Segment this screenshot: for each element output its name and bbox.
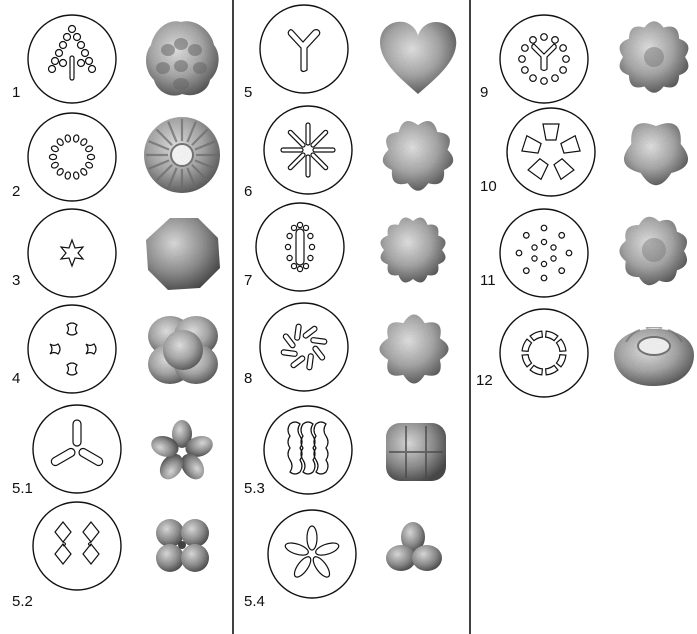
nozzle-10 — [507, 108, 595, 196]
cookie-5-3 — [386, 423, 446, 481]
cookie-2 — [144, 117, 220, 193]
cookie-5-1 — [148, 420, 215, 484]
nozzle-4 — [28, 305, 116, 393]
nozzle-11 — [500, 209, 588, 297]
cookie-6 — [383, 121, 453, 191]
nozzle-label-10: 10 — [480, 178, 497, 195]
cookie-3 — [146, 218, 220, 290]
nozzle-label-1: 1 — [12, 84, 20, 101]
cookie-12 — [614, 327, 694, 386]
cookie-5 — [380, 22, 456, 94]
nozzle-9 — [500, 15, 588, 103]
nozzle-1 — [28, 15, 116, 103]
nozzle-5-3 — [264, 406, 352, 494]
nozzle-5-4 — [268, 510, 356, 598]
nozzle-label-12: 12 — [476, 372, 493, 389]
nozzle-label-3: 3 — [12, 272, 20, 289]
nozzle-label-5-1: 5.1 — [12, 480, 33, 497]
nozzle-2 — [28, 113, 116, 201]
nozzle-label-2: 2 — [12, 183, 20, 200]
nozzle-7 — [256, 203, 344, 291]
nozzle-label-9: 9 — [480, 84, 488, 101]
cookie-1 — [146, 21, 219, 95]
cookie-10 — [624, 123, 688, 185]
nozzle-label-4: 4 — [12, 370, 20, 387]
nozzle-label-5: 5 — [244, 84, 252, 101]
nozzle-5 — [260, 5, 348, 93]
nozzle-label-11: 11 — [480, 272, 496, 289]
cookie-7 — [380, 217, 445, 282]
cookie-5-2 — [156, 519, 209, 572]
cookie-8 — [379, 314, 448, 383]
nozzle-12 — [500, 309, 588, 397]
nozzle-label-5-4: 5.4 — [244, 593, 265, 610]
cookie-5-4 — [386, 522, 442, 571]
nozzle-label-7: 7 — [244, 272, 252, 289]
cookie-4 — [148, 316, 218, 384]
cookie-11 — [619, 217, 687, 285]
nozzle-label-6: 6 — [244, 183, 252, 200]
nozzle-label-5-3: 5.3 — [244, 480, 265, 497]
nozzle-8 — [260, 303, 348, 391]
nozzle-5-2 — [33, 502, 121, 590]
nozzle-label-8: 8 — [244, 370, 252, 387]
cookie-9 — [620, 21, 689, 93]
nozzle-label-5-2: 5.2 — [12, 593, 33, 610]
nozzle-5-1 — [33, 405, 121, 493]
nozzle-3 — [28, 209, 116, 297]
nozzle-6 — [264, 106, 352, 194]
